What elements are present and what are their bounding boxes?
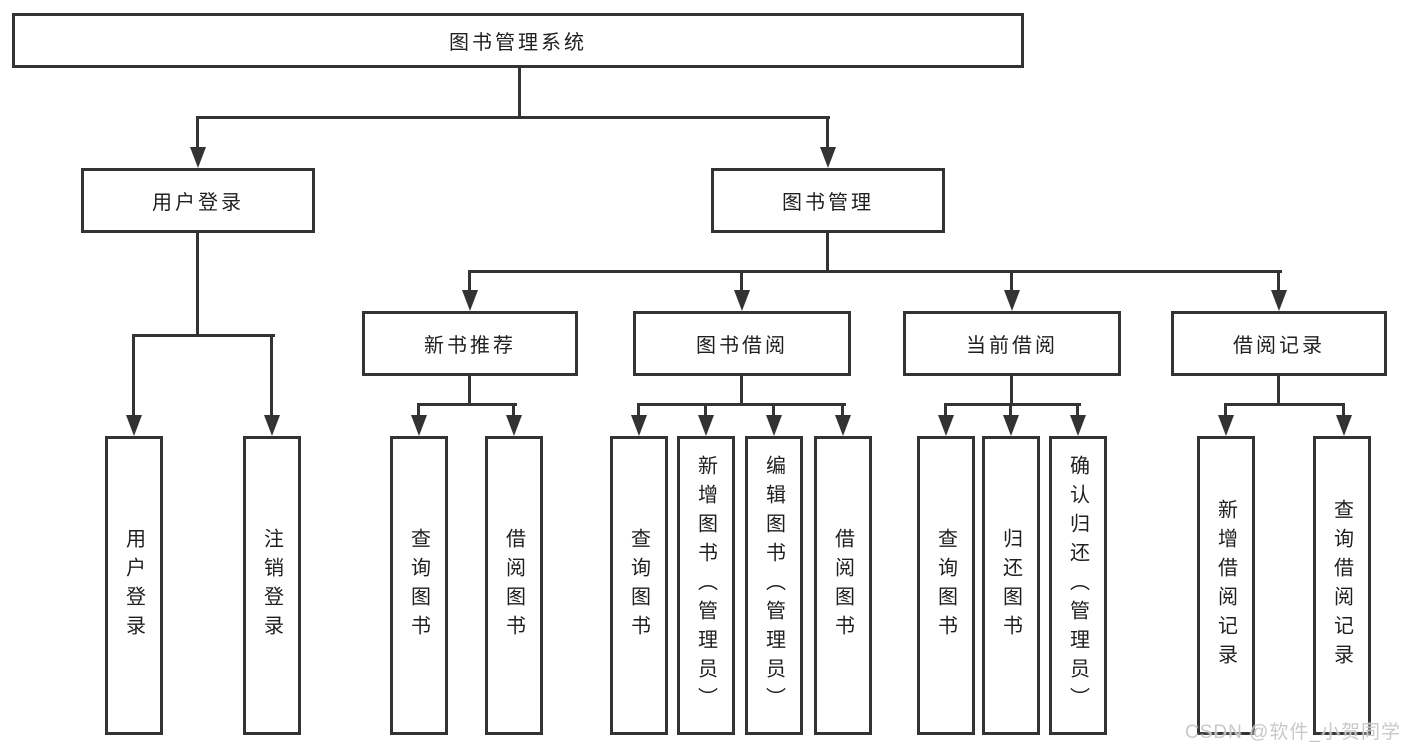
connector-new-book-stem xyxy=(468,376,471,406)
arrow-down-icon xyxy=(1218,415,1234,436)
leaf-query-books-1: 查询图书 xyxy=(390,436,448,735)
watermark: CSDN @软件_小贺同学 xyxy=(1185,722,1401,743)
node-current-borrowing: 当前借阅 xyxy=(903,311,1121,376)
connector-root-stem xyxy=(518,66,521,118)
arrow-down-icon xyxy=(631,415,647,436)
connector-to-leaf xyxy=(417,403,420,417)
leaf-query-books-3: 查询图书 xyxy=(917,436,975,735)
leaf-user-login: 用户登录 xyxy=(105,436,163,735)
connector-book-management-stem xyxy=(826,233,829,273)
connector-to-leaf xyxy=(772,403,775,417)
leaf-add-borrow-record: 新增借阅记录 xyxy=(1197,436,1255,735)
connector-to-borrowing-records xyxy=(1277,270,1280,293)
arrow-down-icon xyxy=(126,415,142,436)
leaf-confirm-return-admin: 确认归还（管理员） xyxy=(1049,436,1107,735)
connector-to-leaf xyxy=(1342,403,1345,417)
arrow-down-icon xyxy=(734,290,750,311)
connector-to-leaf xyxy=(944,403,947,417)
node-book-borrowing: 图书借阅 xyxy=(633,311,851,376)
arrow-down-icon xyxy=(820,147,836,168)
leaf-query-books-2: 查询图书 xyxy=(610,436,668,735)
connector-to-leaf xyxy=(1224,403,1227,417)
leaf-borrow-books-2: 借阅图书 xyxy=(814,436,872,735)
arrow-down-icon xyxy=(462,290,478,311)
connector-user-login-rail xyxy=(132,334,275,337)
leaf-query-borrow-record: 查询借阅记录 xyxy=(1313,436,1371,735)
leaf-return-book: 归还图书 xyxy=(982,436,1040,735)
connector-level3-rail xyxy=(468,270,1282,273)
arrow-down-icon xyxy=(190,147,206,168)
connector-book-borrowing-rail xyxy=(637,403,846,406)
connector-level1-rail xyxy=(196,116,830,119)
arrow-down-icon xyxy=(1003,415,1019,436)
leaf-borrow-books-1: 借阅图书 xyxy=(485,436,543,735)
arrow-down-icon xyxy=(411,415,427,436)
connector-to-leaf xyxy=(512,403,515,417)
arrow-down-icon xyxy=(1004,290,1020,311)
connector-user-login-stem xyxy=(196,233,199,337)
connector-to-user-login xyxy=(196,116,199,150)
leaf-logout: 注销登录 xyxy=(243,436,301,735)
connector-to-leaf xyxy=(1009,403,1012,417)
connector-current-borrowing-rail xyxy=(944,403,1081,406)
connector-to-book-management xyxy=(826,116,829,150)
connector-to-leaf xyxy=(270,334,273,417)
connector-to-new-book xyxy=(468,270,471,293)
connector-new-book-rail xyxy=(417,403,517,406)
connector-borrowing-records-stem xyxy=(1277,376,1280,406)
connector-to-leaf xyxy=(841,403,844,417)
connector-to-leaf xyxy=(637,403,640,417)
node-book-management: 图书管理 xyxy=(711,168,945,233)
connector-to-leaf xyxy=(704,403,707,417)
arrow-down-icon xyxy=(698,415,714,436)
connector-to-current-borrowing xyxy=(1010,270,1013,293)
arrow-down-icon xyxy=(1271,290,1287,311)
node-borrowing-records: 借阅记录 xyxy=(1171,311,1387,376)
leaf-edit-book-admin: 编辑图书（管理员） xyxy=(745,436,803,735)
connector-borrowing-records-rail xyxy=(1224,403,1345,406)
arrow-down-icon xyxy=(766,415,782,436)
connector-to-leaf xyxy=(1076,403,1079,417)
arrow-down-icon xyxy=(264,415,280,436)
arrow-down-icon xyxy=(835,415,851,436)
arrow-down-icon xyxy=(1336,415,1352,436)
node-new-book-recommend: 新书推荐 xyxy=(362,311,578,376)
connector-book-borrowing-stem xyxy=(740,376,743,406)
connector-to-book-borrowing xyxy=(740,270,743,293)
node-library-system: 图书管理系统 xyxy=(12,13,1024,68)
node-user-login: 用户登录 xyxy=(81,168,315,233)
leaf-add-book-admin: 新增图书（管理员） xyxy=(677,436,735,735)
arrow-down-icon xyxy=(938,415,954,436)
arrow-down-icon xyxy=(1070,415,1086,436)
connector-to-leaf xyxy=(132,334,135,417)
connector-current-borrowing-stem xyxy=(1010,376,1013,406)
arrow-down-icon xyxy=(506,415,522,436)
